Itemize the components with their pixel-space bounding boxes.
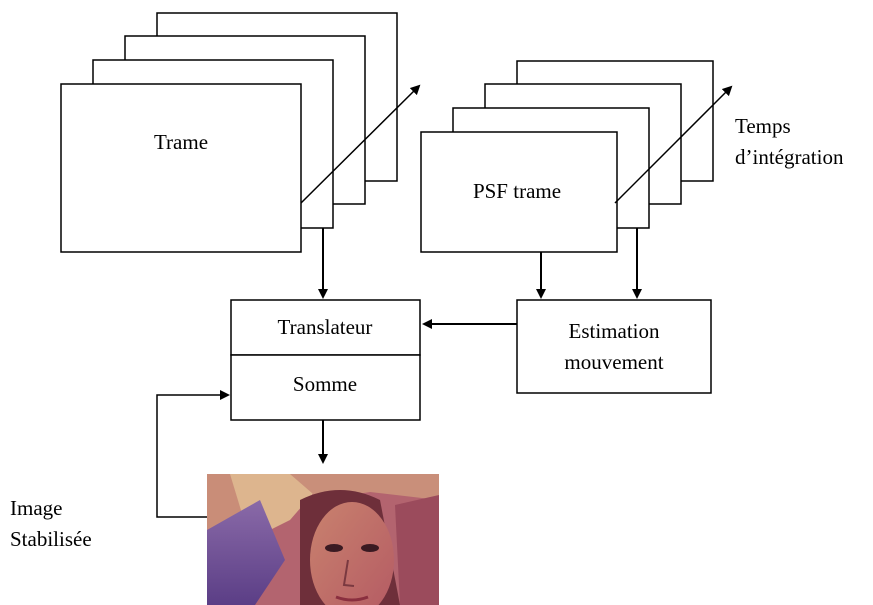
psf-layer-1 [420,131,618,253]
sum-label: Somme [293,372,357,396]
estimation-block [516,299,712,394]
psf-label: PSF trame [473,179,561,203]
psf-stack: PSF trame [420,60,714,253]
frame-label: Trame [154,130,208,154]
output-label-line2: Stabilisée [10,527,92,551]
time-label-line1: Temps [735,114,791,138]
frame-stack: Trame [60,12,398,253]
translator-block [230,299,421,356]
frame-time-arrow [300,84,421,204]
stabilized-image [207,474,439,605]
translator-label: Translateur [278,315,373,339]
output-label-line1: Image [10,496,62,520]
estimation-label-line2: mouvement [564,350,663,374]
feedback-loop-arrow [156,390,230,518]
psf-time-arrow [614,85,733,204]
time-label-line2: d’intégration [735,145,844,169]
sum-block [230,354,421,421]
estimation-label-line1: Estimation [569,319,660,343]
frame-layer-1 [60,83,302,253]
